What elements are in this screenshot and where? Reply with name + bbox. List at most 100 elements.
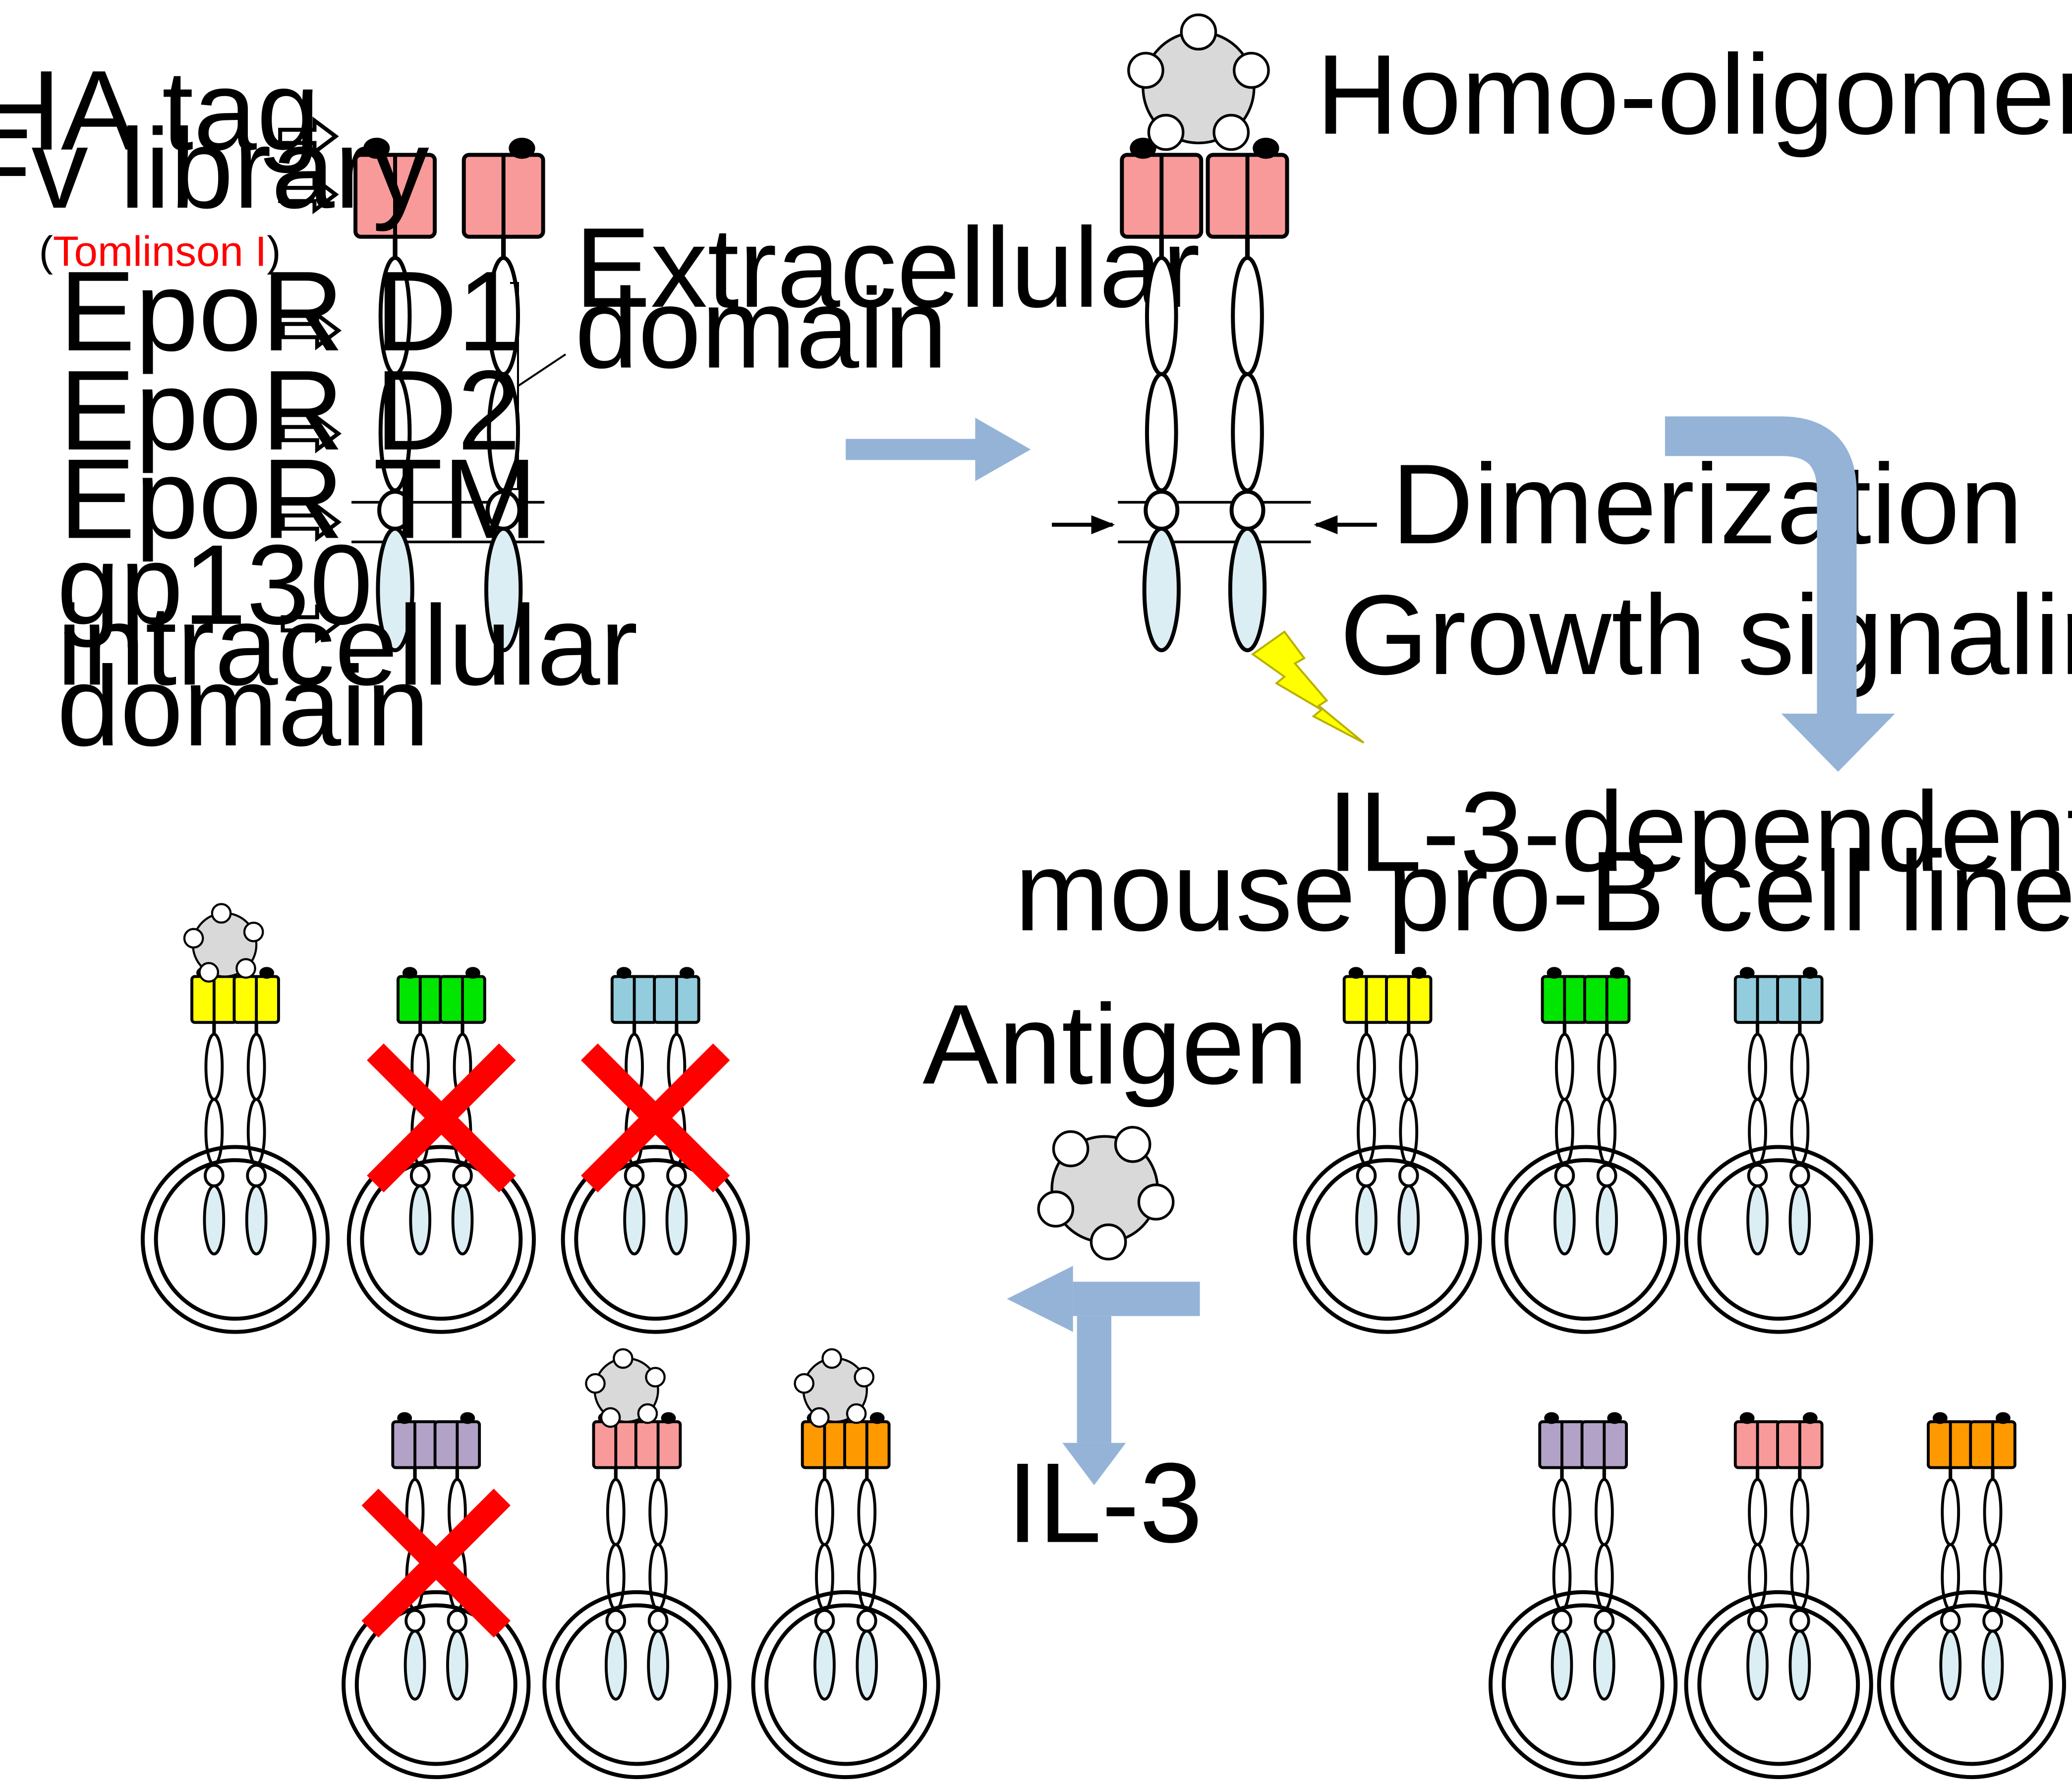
epor-tm-domain (447, 1609, 468, 1633)
epor-d1-domain (1748, 1478, 1767, 1546)
gp130-label-line1: gp130 (57, 521, 373, 648)
cell-membrane-outer (561, 1145, 750, 1334)
epor-d1-domain (1983, 1478, 2003, 1546)
cell-membrane-inner (1504, 1158, 1667, 1321)
receptor-chain (461, 137, 545, 653)
ha-tag-dot (1802, 967, 1818, 979)
flow-arrow-right (846, 417, 1031, 481)
receptor-chain (1385, 967, 1433, 1256)
antigen-subunit (198, 962, 219, 983)
epor-d1-domain (857, 1478, 877, 1546)
antigen-subunit (585, 1373, 606, 1394)
cell-membrane-inner (574, 1158, 737, 1321)
epor-d1-domain (246, 1033, 266, 1101)
cell-membrane-outer (1491, 1145, 1680, 1334)
ha-tag-dot (661, 1412, 676, 1424)
receptor-chain (1580, 1412, 1628, 1701)
epor-tm-domain (1940, 1609, 1961, 1633)
antigen-shape (794, 1348, 875, 1428)
epor-d2-domain (815, 1543, 834, 1612)
ha-tag-dot (1610, 967, 1625, 979)
epor-d1-domain (1941, 1478, 1960, 1546)
cell-membrane-inner (1306, 1158, 1469, 1321)
epor-tm-domain (246, 1164, 267, 1188)
receptor-chain (801, 1412, 849, 1701)
cell-clone (1489, 1412, 1678, 1780)
epor-d2-domain (1231, 372, 1264, 493)
ha-tag-dot (1253, 137, 1279, 159)
receptor-chain (1206, 137, 1289, 653)
epor-tm-domain (1747, 1609, 1768, 1633)
gp130-intracellular-domain (1355, 1184, 1378, 1256)
gp130-intracellular-domain (623, 1184, 645, 1256)
antigen-subunit (1052, 1130, 1090, 1168)
cell-clone (751, 1348, 940, 1780)
extracellular-label-line1: Extracellular (575, 204, 1200, 331)
epor-d1-domain (1790, 1033, 1810, 1101)
epor-d2-domain (1941, 1543, 1960, 1612)
cell-clone (140, 903, 330, 1334)
selected-cells (140, 903, 940, 1780)
cell-membrane-inner (1501, 1603, 1665, 1766)
library-cells (1293, 967, 2067, 1780)
cell-membrane-inner (1890, 1603, 2053, 1766)
epor-d2-domain (1790, 1543, 1810, 1612)
gp130-intracellular-domain (376, 526, 414, 653)
epor-tm-domain (1596, 1164, 1617, 1188)
gp130-intracellular-domain (1596, 1184, 1618, 1256)
antigen-shape (183, 903, 264, 983)
antigen-subunit (1233, 52, 1270, 89)
receptor-chain (1733, 1412, 1782, 1701)
ha-tag-dot (402, 967, 417, 979)
cell-membrane-inner (764, 1603, 927, 1766)
gp130-intracellular-domain (1553, 1184, 1576, 1256)
epor-d1-domain (1790, 1478, 1810, 1546)
il3-label: IL-3 (1007, 1439, 1203, 1566)
antigen-subunit (809, 1407, 830, 1428)
receptor-chain (1342, 967, 1390, 1256)
cell-clone (542, 1348, 732, 1780)
construct-receptor-dimer (353, 137, 545, 653)
epor-d1-domain (1231, 256, 1264, 376)
epor-d1-domain (1552, 1478, 1572, 1546)
gp130-intracellular-domain (451, 1184, 474, 1256)
epor-d2-domain (1552, 1543, 1572, 1612)
eliminated-cross-icon (367, 1043, 516, 1193)
eliminated-cross-icon (361, 1488, 511, 1638)
epor-d2-domain (1399, 1098, 1419, 1166)
extracellular-label-line2: domain (575, 265, 948, 392)
ha-tag-dot (1547, 967, 1562, 979)
receptor-chain (433, 1412, 481, 1701)
receptor-chain (1583, 967, 1631, 1256)
epor-tm-domain (814, 1609, 835, 1633)
dimerized-receptor (1120, 137, 1289, 653)
gp130-label-line3: domain (57, 642, 430, 770)
epor-tm-domain (1552, 1609, 1572, 1633)
epor-d2-domain (1145, 372, 1178, 493)
homo-oligomeric-antigen-icon (1127, 13, 1270, 151)
receptor-chain (1541, 967, 1589, 1256)
receptor-chain (1733, 967, 1782, 1256)
antigen-subunit (1037, 1190, 1075, 1228)
antigen-subunit (645, 1367, 666, 1388)
antigen-shape (585, 1348, 666, 1428)
gp130-label-line2: intracellular (57, 581, 638, 709)
epor-d2-domain (1983, 1543, 2003, 1612)
epor-tm-domain (204, 1164, 225, 1188)
epor-d1-domain (1748, 1033, 1767, 1101)
antigen-subunit (821, 1348, 842, 1369)
gp130-intracellular-domain (446, 1629, 468, 1701)
cell-membrane-inner (354, 1603, 518, 1766)
epor-d2-label: EpoR D2 (59, 346, 520, 474)
antigen-subunit (1212, 113, 1250, 151)
cell-clone (1684, 1412, 1873, 1780)
epor-d1-domain (1594, 1478, 1614, 1546)
antigen-subunit (854, 1367, 875, 1388)
cell-membrane-inner (1697, 1158, 1860, 1321)
scfv-library-label: scFv library (0, 105, 429, 232)
ha-tag-dot (397, 1412, 412, 1424)
epor-d2-domain (1748, 1543, 1767, 1612)
cell-clone (1877, 1412, 2067, 1780)
cell-membrane-outer (1684, 1590, 1873, 1780)
